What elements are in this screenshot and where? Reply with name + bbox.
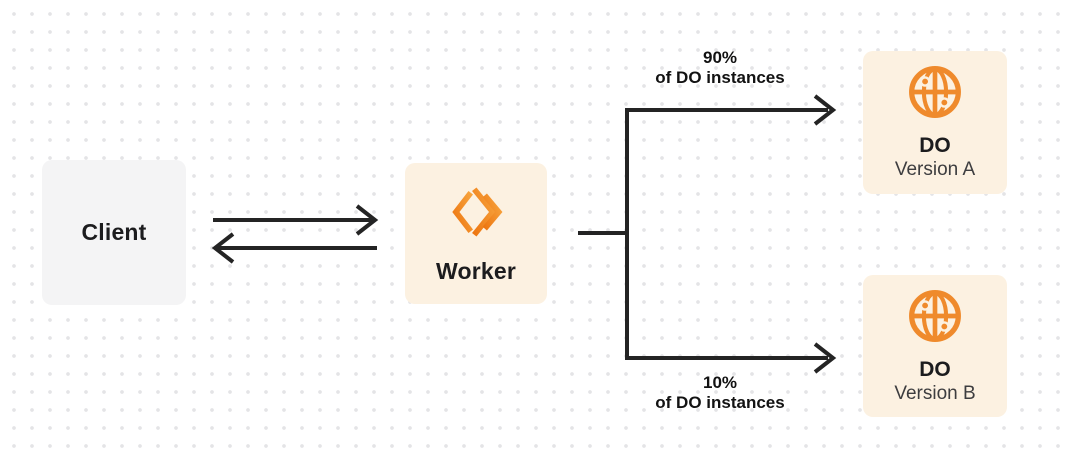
do-version-a-node: DO Version A	[863, 51, 1007, 194]
cloudflare-workers-logo-icon	[448, 182, 504, 242]
split-label-10-percent: 10% of DO instances	[620, 373, 820, 413]
split-label-10-percent-value: 10%	[702, 373, 738, 392]
durable-object-globe-icon	[907, 288, 963, 344]
do-version-b-title: DO	[919, 357, 951, 381]
split-label-90-percent-value: 90%	[702, 48, 738, 67]
split-label-90-percent-caption: of DO instances	[655, 68, 785, 87]
arrow-to-do-version-a	[813, 94, 837, 126]
do-version-a-subtitle: Version A	[894, 159, 976, 180]
durable-object-globe-icon	[907, 64, 963, 120]
do-version-b-node: DO Version B	[863, 275, 1007, 417]
arrow-to-do-version-b	[813, 342, 837, 374]
arrow-worker-to-client	[211, 232, 377, 264]
client-node-label: Client	[81, 219, 147, 245]
worker-node-label: Worker	[435, 258, 517, 284]
client-node: Client	[42, 160, 186, 305]
branch-split-lines	[578, 108, 828, 360]
do-version-b-subtitle: Version B	[894, 382, 976, 404]
worker-node: Worker	[405, 163, 547, 304]
split-label-90-percent: 90% of DO instances	[620, 48, 820, 88]
split-label-10-percent-caption: of DO instances	[655, 393, 785, 412]
do-version-a-title: DO	[919, 134, 951, 157]
arrow-client-to-worker	[213, 204, 379, 236]
